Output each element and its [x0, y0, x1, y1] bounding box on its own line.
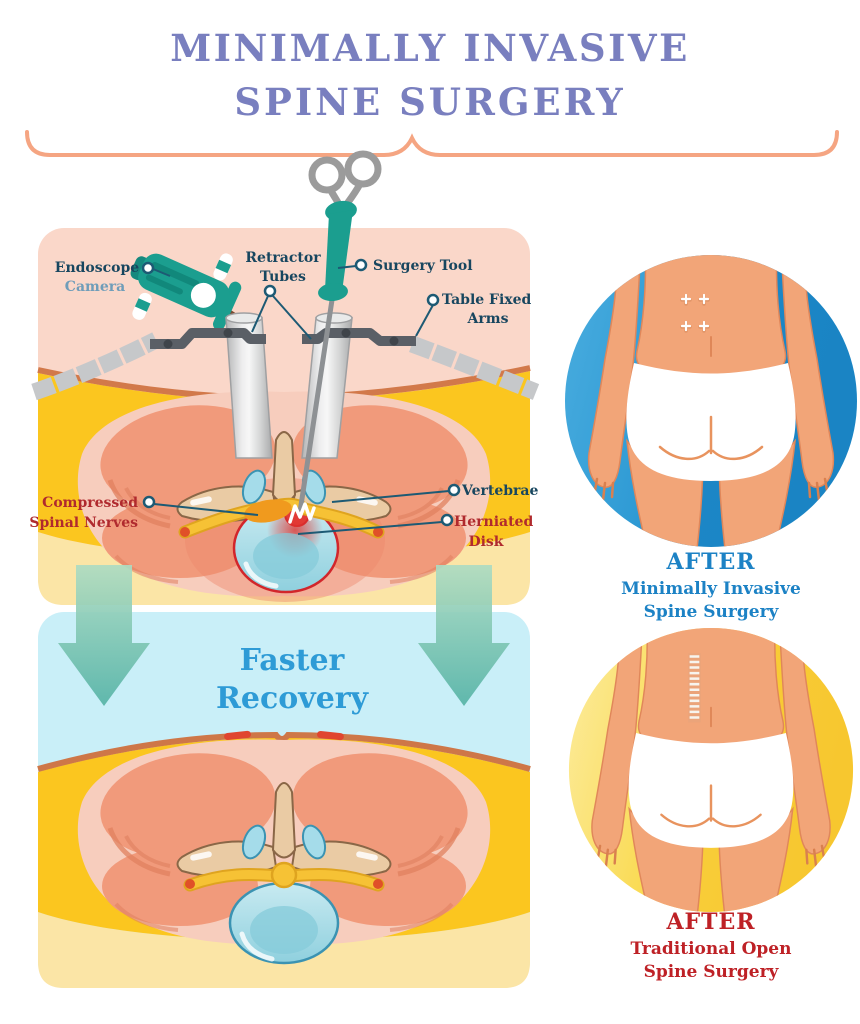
label-table-fixed-line1: Table Fixed — [442, 292, 532, 308]
page-title-line1: MINIMALLY INVASIVE — [170, 26, 690, 70]
healed-vertebra-bone — [176, 782, 392, 878]
after-minimally-invasive-figure — [565, 255, 857, 547]
after-top-line2: Spine Surgery — [643, 601, 779, 622]
healed-skin-line — [37, 731, 531, 772]
label-marker-dots — [141, 258, 461, 527]
after-bottom-line2: Spine Surgery — [643, 961, 779, 982]
page-title-line2: SPINE SURGERY — [234, 80, 626, 124]
label-endoscope-line1: Endoscope — [55, 260, 140, 276]
down-arrow-icon-right — [418, 565, 510, 706]
healthy-disk-shape — [228, 881, 340, 965]
after-heading-bottom: AFTER — [666, 909, 756, 935]
surgery-tool-icon — [288, 150, 382, 524]
after-traditional-open-figure — [568, 627, 854, 913]
label-surgery-tool: Surgery Tool — [373, 258, 473, 274]
after-traditional-caption: AFTER Traditional Open Spine Surgery — [561, 908, 860, 984]
table-fixed-arm-right — [302, 328, 540, 400]
label-herniated-line1: Herniated — [454, 514, 533, 530]
retractor-tube-left — [225, 312, 273, 459]
after-heading-top: AFTER — [666, 549, 756, 575]
recovery-caption-line2: Recovery — [216, 681, 370, 716]
table-fixed-arm-left — [31, 328, 266, 401]
surgery-cross-section-illustration: Faster Recovery Endoscope Camera Retract… — [30, 150, 540, 988]
label-endoscope-line2: Camera — [65, 279, 125, 295]
label-compressed-line2: Spinal Nerves — [30, 515, 138, 531]
recovery-panel — [37, 612, 531, 988]
healed-facet-joint-right — [301, 824, 327, 860]
small-incision-marks-icon — [680, 293, 710, 333]
label-retractor-line1: Retractor — [245, 250, 321, 266]
facet-joint-left — [241, 469, 267, 505]
healed-spinal-nerves — [183, 861, 385, 892]
title-brace — [25, 130, 839, 157]
down-arrow-icon-left — [58, 565, 150, 706]
label-herniated-line2: Disk — [468, 534, 503, 550]
leader-lines — [152, 265, 450, 535]
brace-curve-icon — [25, 130, 839, 157]
recovery-caption-line1: Faster — [240, 643, 346, 678]
healed-facet-joint-left — [241, 824, 267, 860]
label-compressed-line1: Compressed — [42, 495, 138, 511]
spinal-nerves — [178, 497, 385, 539]
after-bottom-line1: Traditional Open — [630, 938, 792, 959]
label-table-fixed-line2: Arms — [467, 311, 509, 327]
surgery-panel — [31, 150, 540, 605]
label-retractor-line2: Tubes — [260, 269, 306, 285]
healed-incision-mark-right — [316, 731, 344, 741]
after-top-line1: Minimally Invasive — [621, 578, 801, 599]
healed-incision-mark-left — [224, 730, 251, 740]
after-minimally-invasive-caption: AFTER Minimally Invasive Spine Surgery — [561, 548, 860, 624]
label-vertebrae: Vertebrae — [461, 483, 538, 499]
